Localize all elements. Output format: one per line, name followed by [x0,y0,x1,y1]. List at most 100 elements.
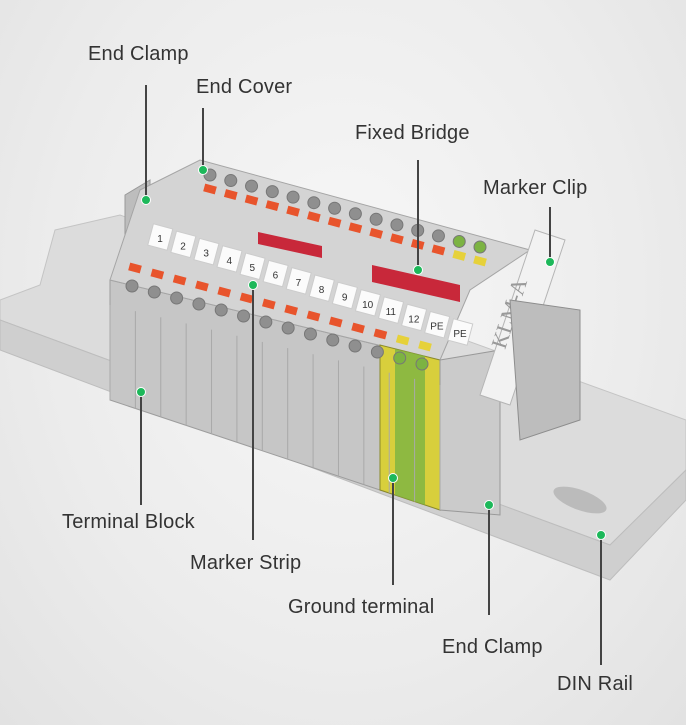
label-fixed-bridge: Fixed Bridge [355,122,470,144]
wire-entry-front [348,339,362,353]
marker-tag [170,230,197,259]
push-lever-top [431,244,446,256]
marker-tag [331,281,358,310]
push-lever-front [351,322,365,334]
wire-entry-front [415,357,429,371]
label-terminal-block: Terminal Block [62,511,195,533]
marker-tag [447,318,474,346]
push-lever-front [418,340,432,352]
marker-tag-text: 2 [180,241,186,252]
push-lever-front [150,268,165,280]
wire-entry-front [192,297,206,311]
push-lever-front [239,292,254,304]
marker-tag-text: 7 [296,278,302,289]
marker-tag [308,274,335,303]
wire-entry-front [237,309,251,323]
push-lever-top [265,200,280,212]
leader-ground-terminal [392,478,394,585]
wire-entry-top [431,229,445,243]
marker-tag [400,303,428,332]
label-din-rail: DIN Rail [557,673,634,695]
wire-entry-front [326,333,340,347]
marker-tag-text: 5 [250,263,256,274]
dot-marker-strip [248,280,258,290]
wire-entry-top [328,201,342,215]
wire-entry-top [245,179,259,193]
push-lever-top [452,250,467,261]
push-lever-top [286,205,300,217]
label-marker-clip: Marker Clip [483,177,588,199]
wire-entry-top [390,218,404,232]
leader-din-rail [600,535,602,665]
dot-end-cover [198,165,208,175]
label-ground-terminal: Ground terminal [288,596,435,618]
marker-tag-text: 9 [342,292,348,303]
push-lever-top [473,255,487,267]
wire-entry-front [125,279,139,293]
leader-end-cover [202,108,204,170]
push-lever-front [217,286,232,298]
marker-tag [285,267,312,295]
leader-terminal-block [140,392,142,505]
wire-entry-front [259,315,273,329]
wire-entry-front [147,285,161,299]
marker-tag [193,237,220,266]
marker-tag [216,245,243,273]
wire-entry-front [281,321,295,335]
push-lever-top [307,211,321,223]
dot-end-clamp-bottom [484,500,494,510]
leader-fixed-bridge [417,160,419,270]
push-lever-front [395,334,410,346]
label-end-cover: End Cover [196,76,293,98]
wire-entry-top [265,185,279,199]
marker-tag-text: 1 [157,234,163,245]
ground-terminal-stripe [395,349,425,505]
marker-tag [424,310,451,339]
dot-ground-terminal [388,473,398,483]
push-lever-top [390,233,404,245]
marker-tag-text: 3 [203,249,209,260]
marker-tag-text: 10 [362,300,374,311]
marker-tag-text: 12 [408,314,420,325]
leader-end-clamp-bottom [488,505,490,615]
marker-tag-text: PE [430,322,444,333]
marker-tag [354,288,382,317]
wire-entry-front [393,351,407,365]
wire-entry-top [369,212,383,226]
dot-fixed-bridge [413,265,423,275]
leader-marker-clip [549,207,551,262]
dot-marker-clip [545,257,555,267]
marker-tag-text: 11 [386,307,397,318]
marker-tag [239,252,266,281]
wire-entry-front [370,345,384,359]
push-lever-top [223,189,238,200]
leader-end-clamp-top [145,85,147,200]
push-lever-top [327,216,342,228]
marker-tag [147,223,174,251]
wire-entry-front [303,327,317,341]
dot-end-clamp-top [141,195,151,205]
marker-tag [262,259,289,288]
push-lever-front [262,298,276,310]
dot-din-rail [596,530,606,540]
wire-entry-top [224,174,238,188]
push-lever-front [373,328,388,340]
push-lever-front [172,274,187,286]
wire-entry-top [473,240,487,254]
din-rail-slot [553,486,607,514]
marker-tag-text: PE [453,329,467,340]
push-lever-front [195,280,209,292]
label-marker-strip: Marker Strip [190,552,302,574]
dot-terminal-block [136,387,146,397]
marker-tag-text: 4 [226,256,232,267]
push-lever-front [306,310,321,322]
wire-entry-top [452,234,466,248]
label-end-clamp-bottom: End Clamp [442,636,543,658]
marker-tag [377,296,405,324]
push-lever-front [284,304,298,316]
marker-tag-text: 6 [273,271,279,282]
marker-tag-text: 8 [319,285,325,296]
push-lever-top [348,222,363,234]
fixed-bridge-right [372,265,460,302]
